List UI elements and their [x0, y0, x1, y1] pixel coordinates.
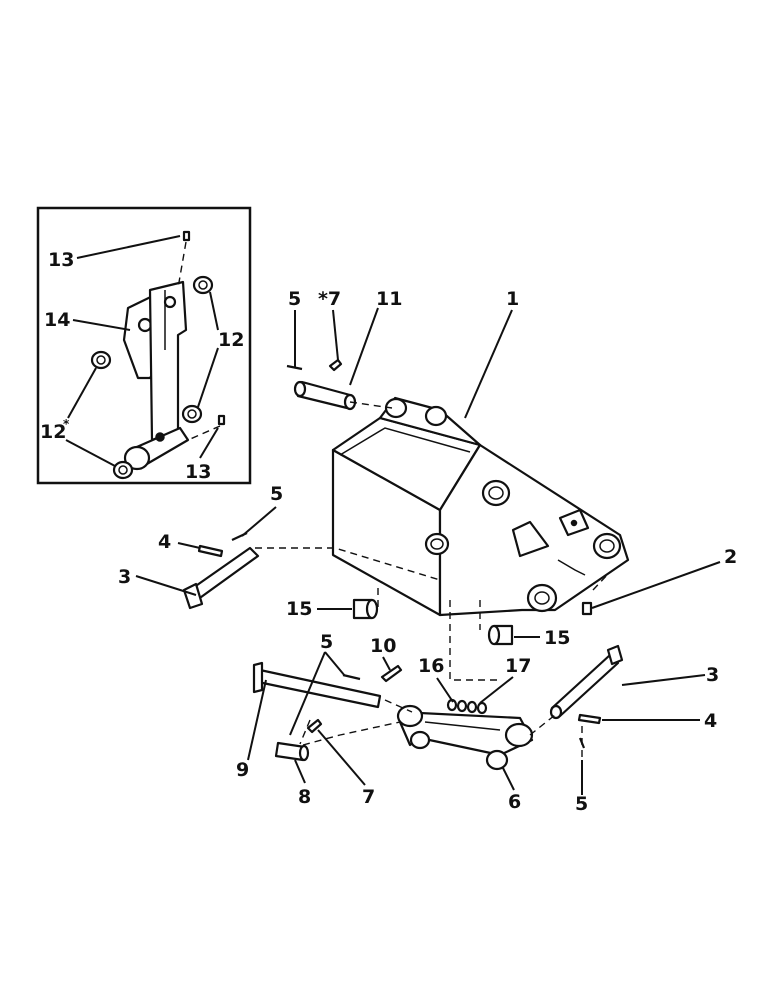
- bracket-boss-top-right: [424, 405, 448, 427]
- bracket-boss-top-left: [384, 397, 408, 419]
- callout-11: 11: [376, 288, 402, 310]
- callout-12-left: 12: [40, 421, 66, 443]
- inset-detail: [36, 206, 252, 485]
- bushing-part-15-left: [352, 598, 379, 620]
- callout-5-bottom: 5: [575, 793, 588, 815]
- callout-6: 6: [508, 791, 521, 813]
- cotter-pin-part-5-lower: [342, 673, 361, 681]
- callout-3-left: 3: [118, 566, 131, 588]
- inset-grease-fitting-13-top: [182, 230, 191, 242]
- alignment-lines: [255, 401, 611, 760]
- pin-part-3-right: [549, 644, 624, 720]
- inset-bushing-12-left: [90, 350, 112, 370]
- callout-17: 17: [505, 655, 531, 677]
- roll-pin-part-7-bottom: [306, 718, 323, 734]
- pin-part-9: [252, 661, 382, 709]
- inset-plate-hole: [137, 317, 153, 333]
- spacer-chain-part-16-17: [446, 698, 488, 715]
- pin-part-11: [293, 380, 357, 411]
- bracket-boss-center: [481, 479, 511, 507]
- bracket-boss-lower: [526, 583, 558, 613]
- callout-14: 14: [44, 309, 70, 331]
- callout-3-right: 3: [706, 664, 719, 686]
- bracket-boss-rear: [592, 532, 622, 560]
- bushing-part-15-right: [487, 624, 514, 646]
- pin-part-8: [274, 741, 310, 762]
- bracket-slot: [511, 520, 550, 558]
- callout-4-right: 4: [704, 710, 717, 732]
- callout-5-lower: 5: [320, 631, 333, 653]
- callout-9: 9: [236, 759, 249, 781]
- callout-10: 10: [370, 635, 396, 657]
- callout-2: 2: [724, 546, 737, 568]
- callout-12-right: 12: [218, 329, 244, 351]
- inset-grease-fitting-13-bottom: [217, 414, 226, 426]
- callout-13-top: 13: [48, 249, 74, 271]
- inset-bushing-12-bottom: [112, 460, 134, 480]
- callout-15-left: 15: [286, 598, 312, 620]
- callout-7-top: *7: [318, 288, 341, 310]
- roll-pin-part-4-left: [197, 544, 224, 558]
- inset-bushing-12-top: [192, 275, 214, 295]
- grease-fitting-part-2: [581, 601, 593, 616]
- roll-pin-part-4-right: [577, 713, 602, 725]
- inset-frame: [36, 206, 252, 485]
- cradle-part-6: [396, 704, 534, 771]
- leader-lines: [135, 307, 721, 795]
- callout-8: 8: [298, 786, 311, 808]
- callout-12-left-mark: *: [63, 417, 70, 431]
- inset-bushing-12-right: [181, 404, 203, 424]
- roll-pin-part-7-top: [328, 358, 343, 372]
- callout-16: 16: [418, 655, 444, 677]
- roll-pin-part-10: [380, 664, 403, 683]
- inset-post-hole: [163, 295, 177, 309]
- bracket-boss-front: [424, 532, 450, 556]
- callout-15-right: 15: [544, 627, 570, 649]
- callout-5-top: 5: [288, 288, 301, 310]
- callout-5-mid: 5: [270, 483, 283, 505]
- pin-part-3-left: [182, 546, 260, 610]
- main-bracket-part-1: [331, 396, 630, 617]
- callout-7-bottom: 7: [362, 786, 375, 808]
- callout-1: 1: [506, 288, 519, 310]
- inset-grease-point: [155, 432, 165, 442]
- callout-4-left: 4: [158, 531, 171, 553]
- inset-tube-end: [123, 445, 151, 471]
- callout-labels: 13 14 12 12 * 13 5 *7 11 1 5 4 3 2 15 15…: [40, 249, 737, 815]
- callout-13-bottom: 13: [185, 461, 211, 483]
